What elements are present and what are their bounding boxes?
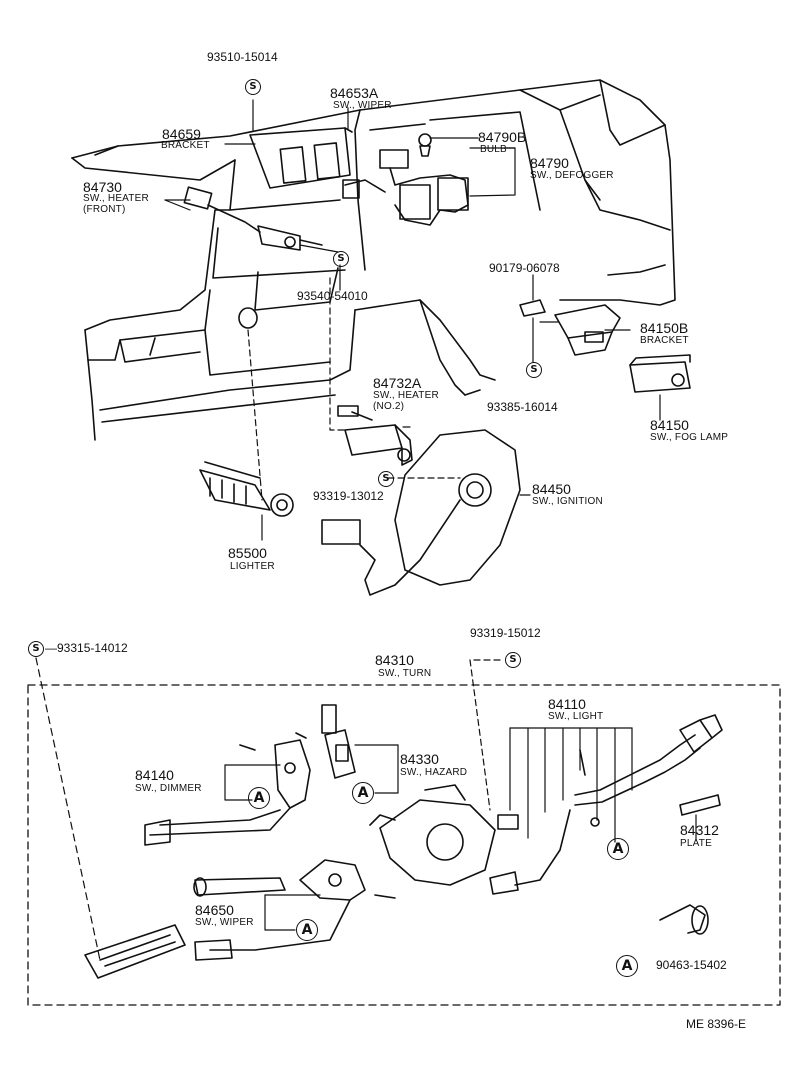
defogger-switch-assembly [342,133,469,226]
part-84790-label: 84790 [530,155,569,171]
part-84330-desc: SW., HAZARD [400,767,468,778]
s-marker-icon: S [28,641,44,657]
a-marker-icon: A [607,838,629,860]
turn-switch-body [369,784,519,886]
cigarette-lighter [199,461,294,517]
a-marker-icon: A [248,787,270,809]
part-84659-label: 84659 [162,126,201,142]
part-84650-desc: SW., WIPER [195,917,254,928]
part-84730-desc2: (FRONT) [83,204,126,215]
turn-switch-assembly-frame [27,684,781,1006]
part-93385-label: 93385-16014 [487,400,558,414]
part-84659-desc: BRACKET [161,140,210,151]
part-84310-label: 84310 [375,652,414,668]
part-93510-label: 93510-15014 [207,50,278,64]
connector-block [84,924,186,979]
clamp [659,904,709,935]
fog-lamp-bracket [519,299,621,356]
heater-switch-front [183,186,323,251]
part-84730-label: 84730 [83,179,122,195]
a-marker-icon: A [352,782,374,804]
part-84312-label: 84312 [680,822,719,838]
part-84650-label: 84650 [195,902,234,918]
light-switch-lever [489,714,723,895]
part-84730-desc1: SW., HEATER [83,193,149,204]
part-93540-label: 93540-54010 [297,289,368,303]
part-93319a-label: 93319-13012 [313,489,384,503]
part-84110-desc: SW., LIGHT [548,711,604,722]
part-90463-label: 90463-15402 [656,958,727,972]
part-84732a-label: 84732A [373,375,422,391]
part-84330-label: 84330 [400,751,439,767]
part-93315-number: 93315-14012 [57,641,128,655]
part-84150-desc: SW., FOG LAMP [650,432,729,443]
s-marker-icon: S [526,362,542,378]
part-84790-desc: SW., DEFOGGER [530,170,614,181]
part-85500-label: 85500 [228,545,267,561]
part-84653a-desc: SW., WIPER [333,100,392,111]
part-84450-desc: SW., IGNITION [532,496,603,507]
hazard-switch [321,704,356,779]
upper-leader-lines [164,99,661,541]
dimmer-switch [144,732,311,846]
wiper-switch-bracket [249,127,353,189]
part-85500-desc: LIGHTER [230,561,275,572]
part-84150b-label: 84150B [640,320,689,336]
part-84140-label: 84140 [135,767,174,783]
part-84790b-label: 84790B [478,129,527,145]
part-84450-label: 84450 [532,481,571,497]
s-marker-icon: S [505,652,521,668]
part-84150-label: 84150 [650,417,689,433]
s-marker-icon: S [378,471,394,487]
wiper-switch-lower [193,859,396,961]
part-90179-label: 90179-06078 [489,261,560,275]
plate [679,794,721,816]
fog-lamp-switch [629,354,691,393]
part-93315-label: —93315-14012 [45,641,128,655]
part-84732a-desc1: SW., HEATER [373,390,439,401]
diagram-code: ME 8396-E [686,1017,747,1031]
s-marker-icon: S [333,251,349,267]
a-marker-icon: A [296,919,318,941]
part-84140-desc: SW., DIMMER [135,783,202,794]
part-84732a-desc2: (NO.2) [373,401,405,412]
part-84110-label: 84110 [548,696,586,712]
lower-leader-lines [35,657,697,961]
a-marker-icon: A [616,955,638,977]
s-marker-icon: S [245,79,261,95]
part-84790b-desc: BULB [480,144,507,155]
part-84312-desc: PLATE [680,838,712,849]
heater-switch-no2 [337,405,413,466]
part-84653a-label: 84653A [330,85,379,101]
part-93319b-label: 93319-15012 [470,626,541,640]
part-84310-desc: SW., TURN [378,668,432,679]
ignition-switch [321,429,521,596]
part-84150b-desc: BRACKET [640,335,689,346]
